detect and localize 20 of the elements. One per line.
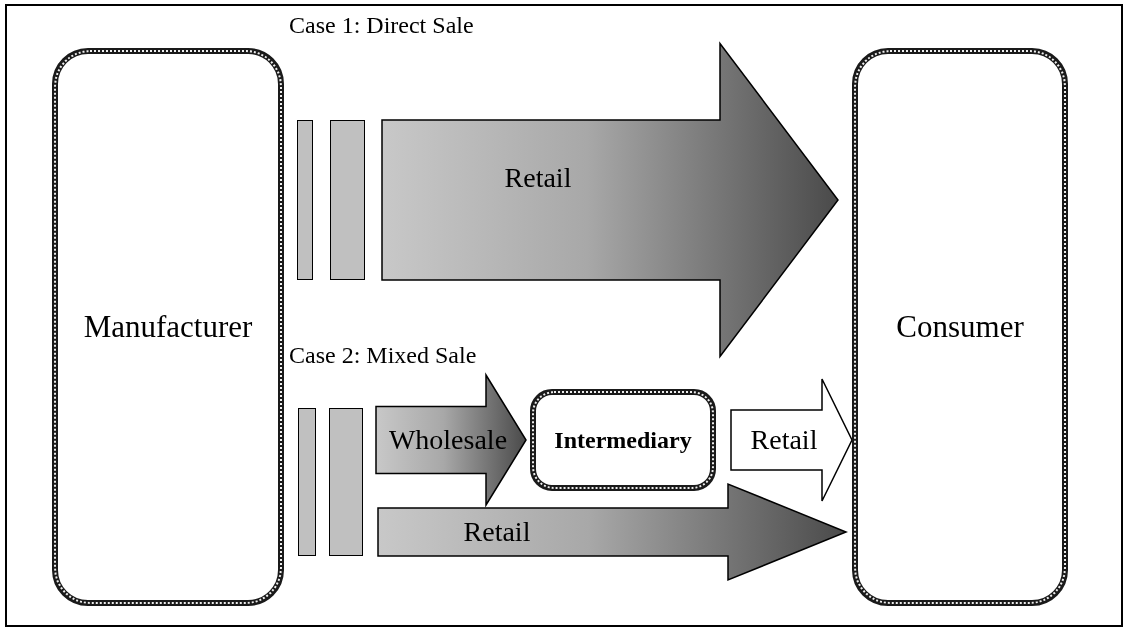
edge-label: Wholesale	[388, 424, 508, 456]
rounded-box	[852, 48, 1068, 606]
block-arrow	[381, 41, 839, 359]
case-heading: Case 2: Mixed Sale	[289, 342, 477, 369]
edge-label: Retail	[750, 424, 818, 456]
block-arrow	[730, 378, 853, 502]
block-arrow	[375, 372, 527, 508]
case-heading: Case 1: Direct Sale	[289, 12, 474, 39]
edge-label: Retail	[463, 516, 531, 548]
edge-label: Retail	[504, 162, 572, 194]
node-label: Intermediary	[554, 426, 692, 454]
block-arrow	[377, 482, 848, 582]
node-label: Consumer	[896, 309, 1024, 345]
bar	[297, 120, 313, 280]
rounded-box	[530, 389, 716, 491]
rounded-box	[52, 48, 284, 606]
bar	[330, 120, 365, 280]
bar	[298, 408, 316, 556]
bar	[329, 408, 363, 556]
node-label: Manufacturer	[83, 309, 253, 345]
